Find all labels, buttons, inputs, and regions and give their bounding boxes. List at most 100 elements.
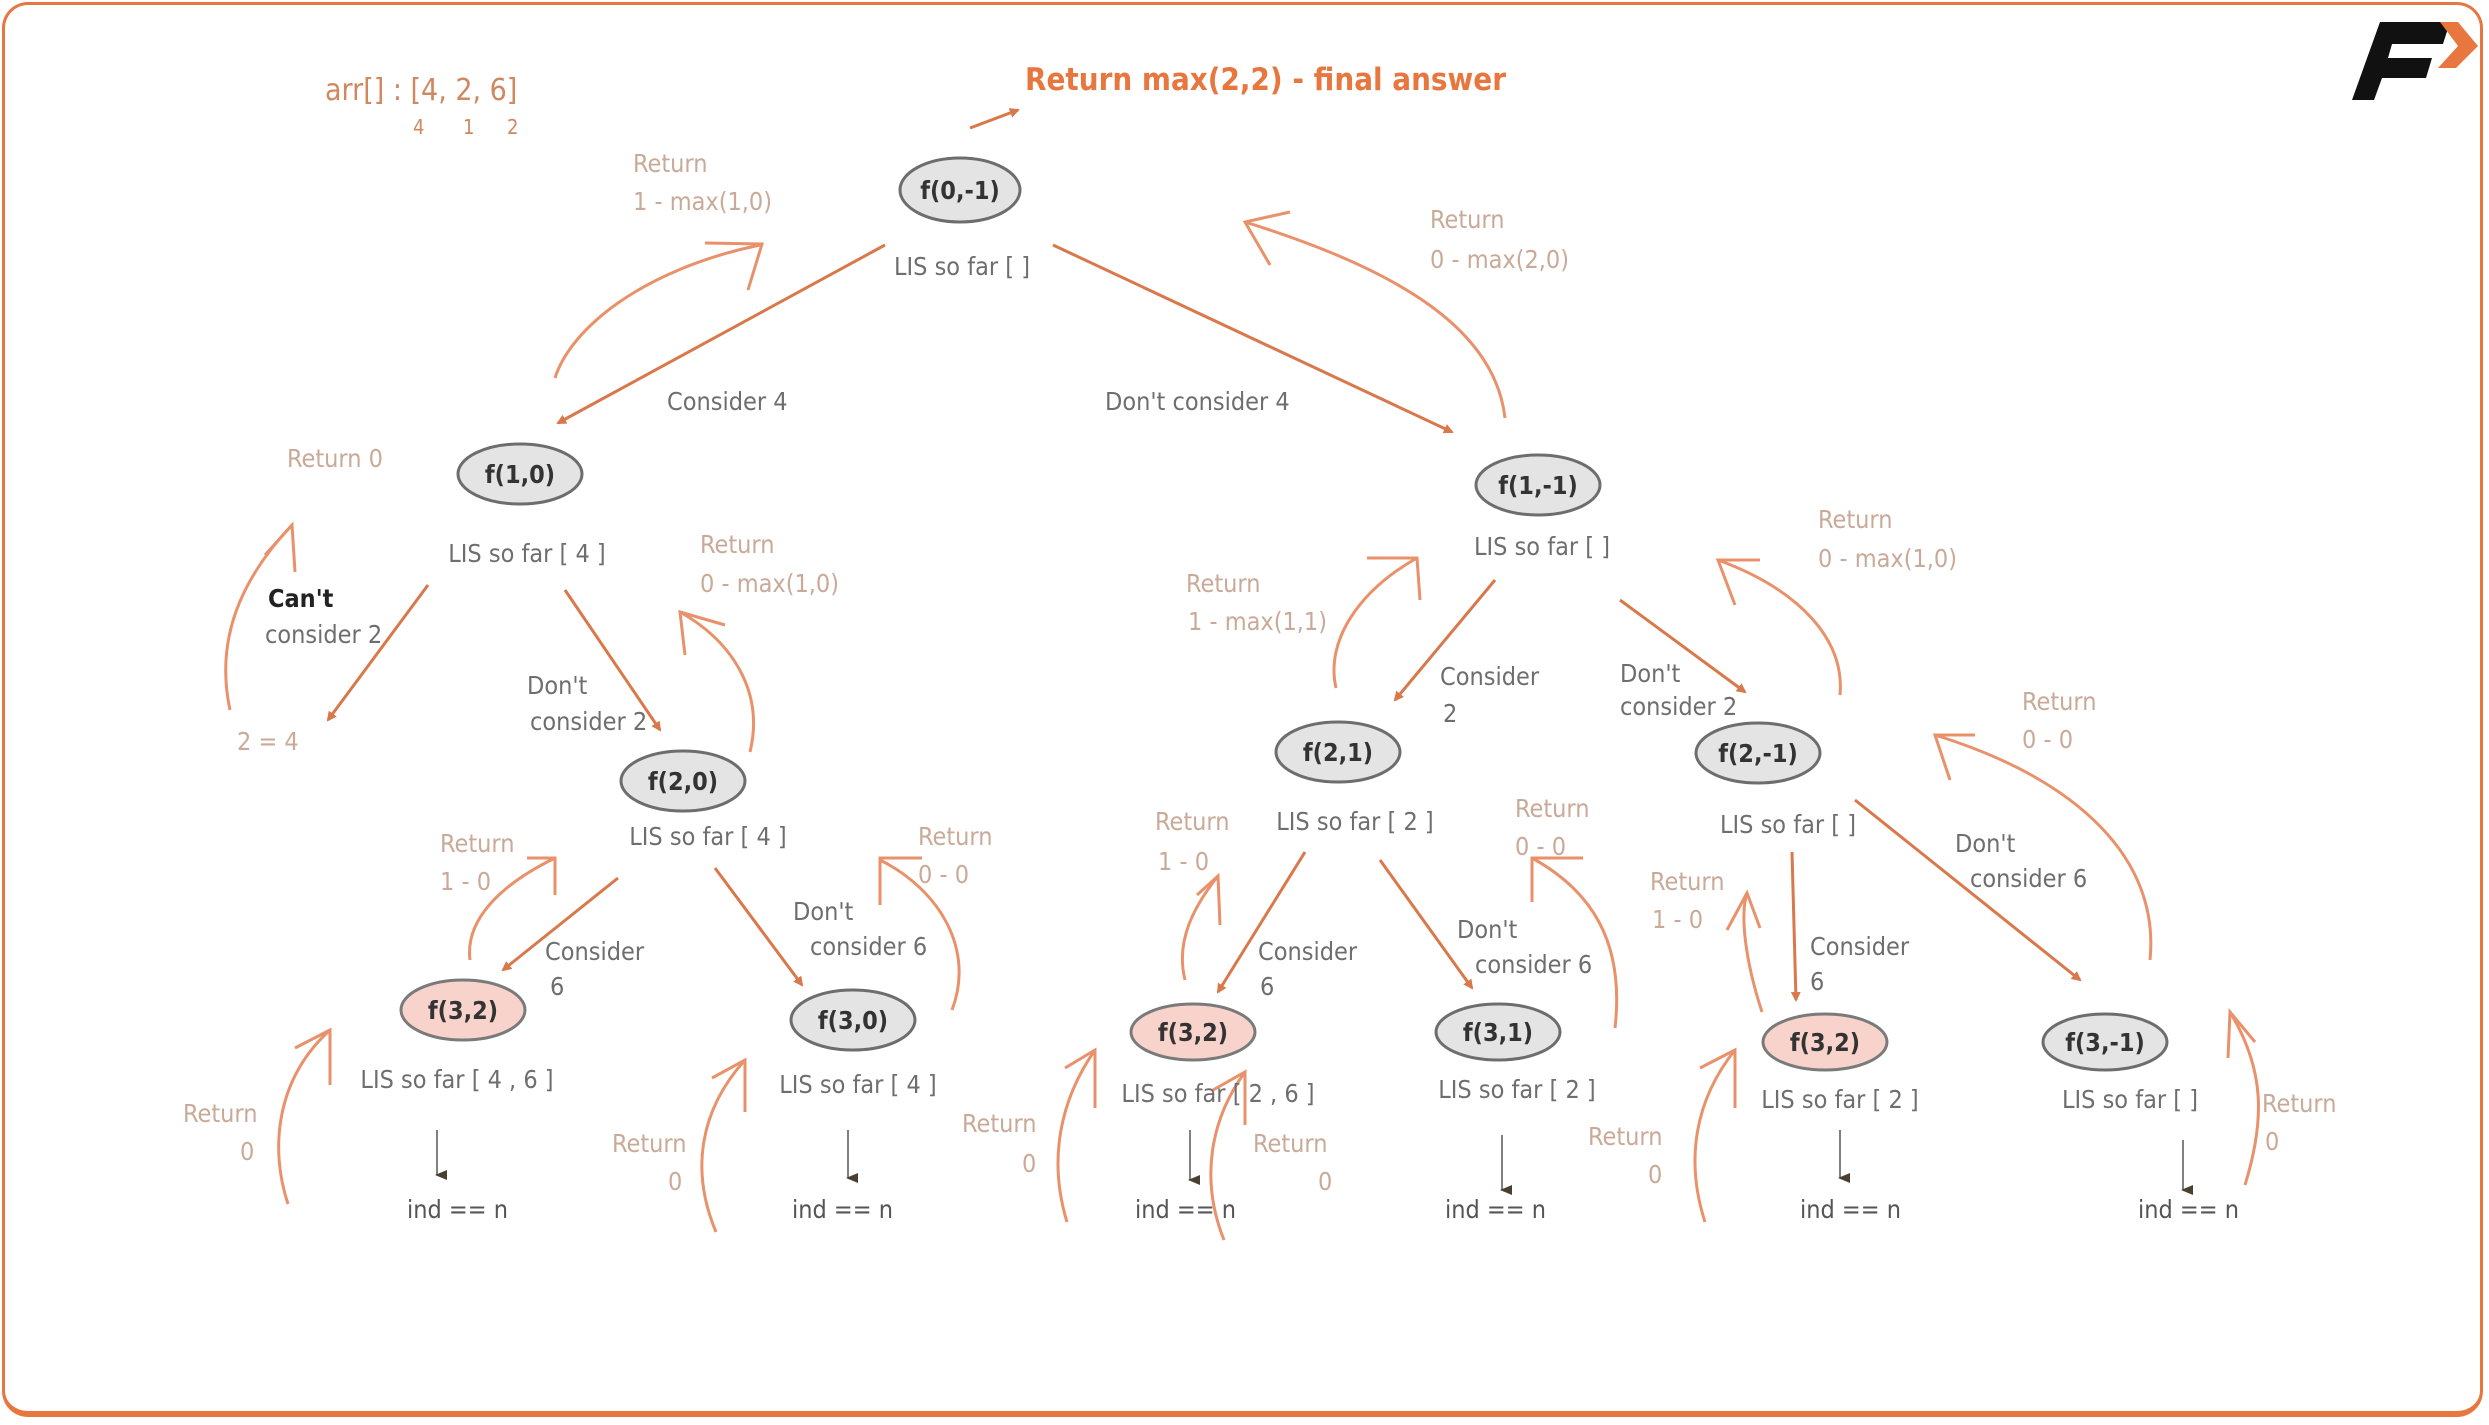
- lis-label: LIS so far [ 4 , 6 ]: [360, 1065, 553, 1094]
- svg-text:f(1,0): f(1,0): [485, 460, 555, 489]
- node-f-3-2-c: f(3,2) LIS so far [ 2 ] ind == n: [1761, 1012, 1919, 1224]
- base-case-label: ind == n: [2138, 1195, 2239, 1224]
- return-labels: Return 1 - max(1,0) Return 0 - max(2,0) …: [183, 149, 2336, 1196]
- node-f-2-m1: f(2,-1) LIS so far [ ]: [1694, 721, 1856, 839]
- svg-text:Return: Return: [1186, 569, 1260, 598]
- svg-text:Don't: Don't: [793, 897, 854, 926]
- edge-cant-consider-2: [326, 584, 430, 722]
- svg-text:f(3,2): f(3,2): [428, 996, 498, 1025]
- edge-dont-consider-4: [1052, 243, 1454, 434]
- lis-label: LIS so far [ 2 , 6 ]: [1121, 1079, 1314, 1108]
- svg-text:f(3,0): f(3,0): [818, 1006, 888, 1035]
- svg-text:f(2,-1): f(2,-1): [1718, 739, 1798, 768]
- return-arrowhead-n11: [1932, 733, 1975, 781]
- edge-dont-consider-6-c: [1854, 798, 2082, 982]
- svg-text:f(1,-1): f(1,-1): [1498, 471, 1578, 500]
- array-label: arr[] : [4, 2, 6]: [325, 73, 517, 108]
- svg-text:0 - max(2,0): 0 - max(2,0): [1430, 245, 1569, 274]
- svg-text:0 - max(1,0): 0 - max(1,0): [1818, 544, 1957, 573]
- svg-text:1 - 0: 1 - 0: [1158, 847, 1209, 876]
- svg-text:Return: Return: [1818, 505, 1892, 534]
- edge-dont-consider-2-right: [1619, 598, 1747, 694]
- svg-text:0 - 0: 0 - 0: [1515, 832, 1566, 861]
- svg-text:Consider: Consider: [545, 937, 645, 966]
- base-case-label: ind == n: [1135, 1195, 1236, 1224]
- node-f-3-m1: f(3,-1) LIS so far [ ] ind == n: [2041, 1012, 2239, 1224]
- svg-text:Consider: Consider: [1440, 662, 1540, 691]
- svg-text:Don't: Don't: [1955, 829, 2016, 858]
- svg-text:Return: Return: [440, 829, 514, 858]
- svg-text:6: 6: [550, 972, 564, 1001]
- return-arrowhead-base-8: [1064, 1047, 1097, 1108]
- svg-text:1 - max(1,1): 1 - max(1,1): [1188, 607, 1327, 636]
- return-arrow-n11: [1934, 733, 2153, 961]
- svg-text:Return 0: Return 0: [287, 444, 383, 473]
- svg-text:Consider: Consider: [1258, 937, 1358, 966]
- base-case-label: ind == n: [1800, 1195, 1901, 1224]
- svg-text:Return: Return: [1515, 794, 1589, 823]
- label-cant-consider-2: consider 2: [265, 620, 382, 649]
- return-arrowhead-n2: [1242, 210, 1291, 266]
- call-edges: [326, 243, 2082, 1002]
- edge-consider-2: [1393, 579, 1497, 702]
- base-case-label: ind == n: [407, 1195, 508, 1224]
- svg-text:0 - 0: 0 - 0: [2022, 725, 2073, 754]
- return-arrow-base-11: [2228, 1011, 2261, 1186]
- return-arrowhead-n4: [1367, 556, 1422, 601]
- array-index-0: 4: [413, 115, 424, 139]
- node-f-0-m1: f(0,-1) LIS so far [ ]: [894, 156, 1030, 281]
- svg-text:0: 0: [1648, 1160, 1662, 1189]
- return-arrowhead-n7: [878, 856, 922, 905]
- label-cant: Can't: [268, 584, 334, 613]
- lis-label: LIS so far [ ]: [2062, 1085, 2198, 1114]
- lis-label: LIS so far [ 2 ]: [1438, 1075, 1595, 1104]
- return-arrowhead-n8: [1195, 872, 1222, 926]
- return-arrowhead-n3: [678, 609, 726, 656]
- lis-label: LIS so far [ 4 ]: [779, 1070, 936, 1099]
- svg-text:f(3,2): f(3,2): [1790, 1028, 1860, 1057]
- svg-text:0: 0: [1022, 1149, 1036, 1178]
- svg-text:0: 0: [2265, 1127, 2279, 1156]
- return-arrow-base-8: [1056, 1049, 1097, 1223]
- return-arrowhead-base-7: [711, 1057, 747, 1112]
- svg-text:Return: Return: [2022, 687, 2096, 716]
- lis-label: LIS so far [ 2 ]: [1761, 1085, 1918, 1114]
- node-f-3-1: f(3,1) LIS so far [ 2 ] ind == n: [1434, 1002, 1596, 1224]
- node-f-3-2-a: f(3,2) LIS so far [ 4 , 6 ] ind == n: [360, 978, 554, 1224]
- lis-label: LIS so far [ ]: [1720, 810, 1856, 839]
- return-arrow-n6: [468, 856, 556, 961]
- edge-labels: Consider 4 Don't consider 4 Can't consid…: [237, 387, 2087, 1001]
- return-arrow-base-10: [1693, 1049, 1737, 1223]
- cant-result-label: 2 = 4: [237, 727, 299, 756]
- lis-label: LIS so far [ 4 ]: [448, 539, 605, 568]
- svg-text:Return: Return: [918, 822, 992, 851]
- return-arrowhead-base-10: [1699, 1047, 1737, 1108]
- node-f-2-1: f(2,1) LIS so far [ 2 ]: [1274, 720, 1434, 836]
- edge-consider-6-b: [1216, 851, 1307, 994]
- svg-text:2: 2: [1443, 699, 1457, 728]
- final-answer-arrow: [969, 108, 1020, 130]
- label-dont-consider-4: Don't consider 4: [1105, 387, 1290, 416]
- svg-text:Return: Return: [612, 1129, 686, 1158]
- node-f-1-0: f(1,0) LIS so far [ 4 ]: [448, 442, 606, 568]
- return-arrow-n9: [1531, 856, 1619, 1029]
- svg-text:f(3,2): f(3,2): [1158, 1018, 1228, 1047]
- svg-text:Return: Return: [1155, 807, 1229, 836]
- return-arrow-n10: [1742, 892, 1764, 1013]
- return-arrowhead-n6: [527, 856, 557, 895]
- final-answer: Return max(2,2) - final answer: [1025, 62, 1506, 98]
- return-arrowhead-n1: [704, 241, 765, 291]
- return-arrowhead-n9: [1530, 856, 1583, 902]
- svg-text:f(2,0): f(2,0): [648, 767, 718, 796]
- return-arrowhead-base-6: [294, 1027, 332, 1085]
- lis-label: LIS so far [ 4 ]: [629, 822, 786, 851]
- edge-dont-consider-2-left: [563, 589, 662, 732]
- edge-consider-6-a: [501, 876, 619, 972]
- svg-text:consider 6: consider 6: [1475, 950, 1592, 979]
- return-arrow-base-7: [700, 1058, 747, 1233]
- svg-text:0 - max(1,0): 0 - max(1,0): [700, 569, 839, 598]
- base-case-arrows: [435, 1130, 2193, 1195]
- svg-text:Return: Return: [1650, 867, 1724, 896]
